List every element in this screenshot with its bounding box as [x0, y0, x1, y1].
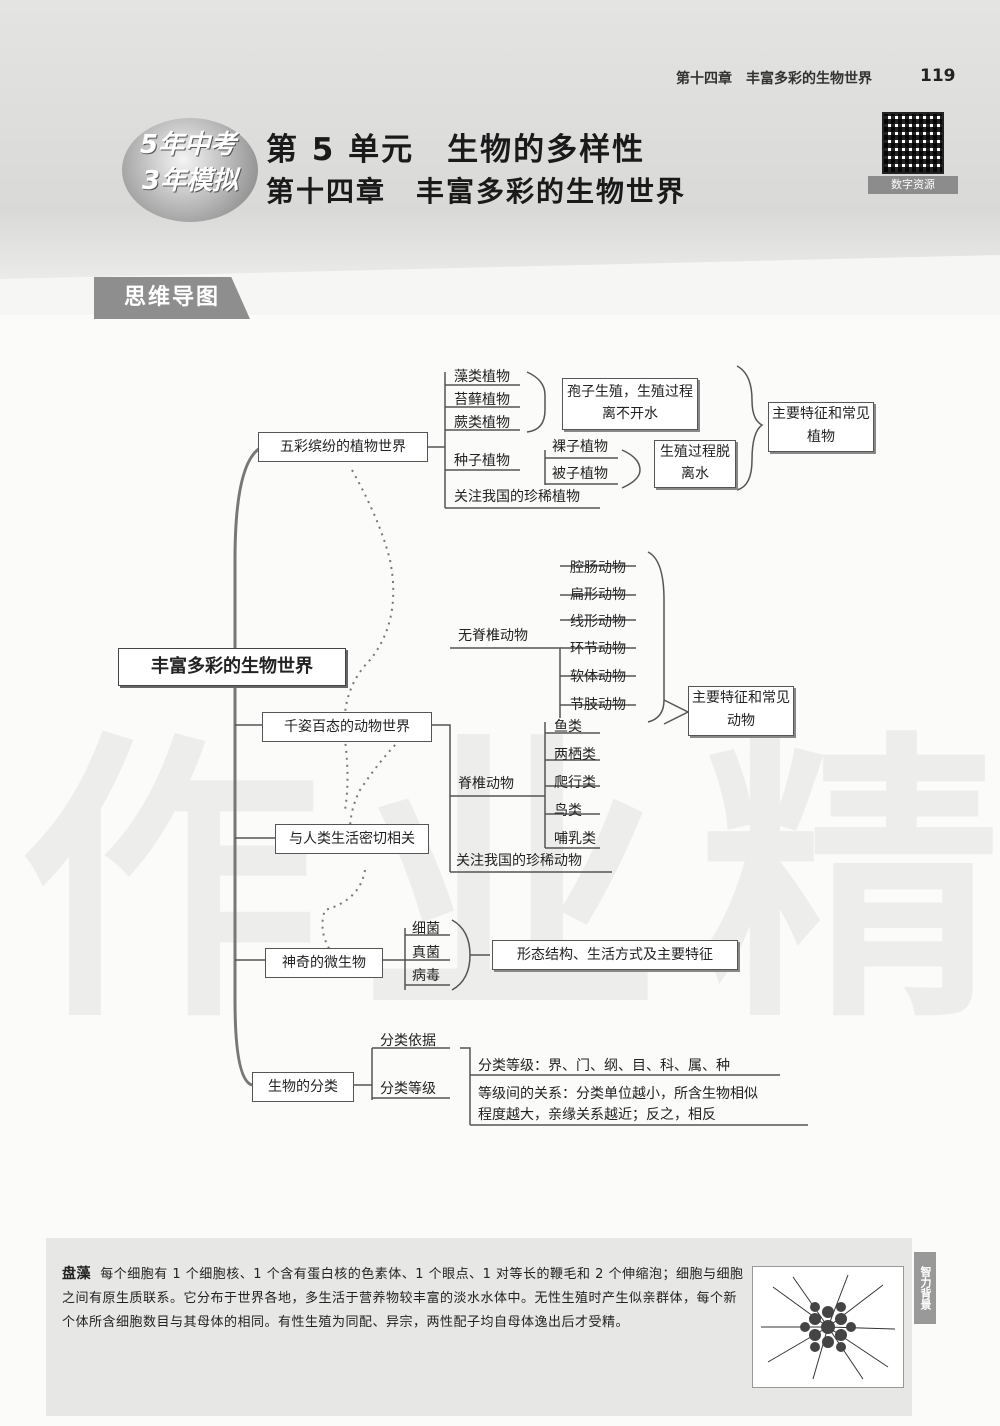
invert-5: 软体动物 — [570, 669, 626, 685]
seed-note: 生殖过程脱离水 — [654, 440, 736, 488]
spore-note: 孢子生殖，生殖过程离不开水 — [562, 378, 698, 430]
mindmap-root: 丰富多彩的生物世界 — [118, 648, 346, 686]
side-tag: 智力背景 — [914, 1252, 936, 1324]
invert-6: 节肢动物 — [570, 697, 626, 713]
section-tab: 思维导图 — [94, 277, 250, 319]
series-logo — [122, 118, 258, 222]
qr-code-icon[interactable] — [882, 112, 944, 174]
logo-line2: 3年模拟 — [142, 166, 239, 196]
chapter-title: 第十四章 丰富多彩的生物世界 — [266, 175, 687, 208]
qr-label: 数字资源 — [868, 176, 958, 194]
plant-moss: 苔藓植物 — [454, 392, 510, 408]
plant-summary: 主要特征和常见植物 — [768, 402, 874, 452]
branch-microbes: 神奇的微生物 — [265, 948, 383, 978]
class-relation-1: 等级间的关系：分类单位越小，所含生物相似 — [478, 1086, 758, 1102]
knowledge-term: 盘藻 — [62, 1266, 91, 1282]
plant-angiosperm: 被子植物 — [552, 466, 608, 482]
vertebrate: 脊椎动物 — [458, 776, 514, 792]
invertebrate: 无脊椎动物 — [458, 628, 528, 644]
vert-5: 哺乳类 — [554, 831, 596, 847]
algae-illustration — [752, 1266, 904, 1388]
logo-line1: 5年中考 — [140, 130, 237, 160]
branch-classification: 生物的分类 — [252, 1072, 354, 1102]
vert-1: 鱼类 — [554, 719, 582, 735]
microbe-note: 形态结构、生活方式及主要特征 — [492, 940, 738, 970]
watermark: 作业精灵 — [20, 709, 1000, 1058]
class-relation-2: 程度越大，亲缘关系越近；反之，相反 — [478, 1107, 716, 1123]
animal-rare: 关注我国的珍稀动物 — [456, 853, 582, 869]
plant-gymnosperm: 裸子植物 — [552, 439, 608, 455]
branch-human: 与人类生活密切相关 — [275, 824, 429, 854]
branch-plants: 五彩缤纷的植物世界 — [258, 432, 428, 462]
vert-3: 爬行类 — [554, 775, 596, 791]
unit-title: 第 5 单元 生物的多样性 — [266, 132, 646, 168]
microbe-virus: 病毒 — [412, 968, 440, 984]
plant-rare: 关注我国的珍稀植物 — [454, 489, 580, 505]
class-levels: 分类等级 — [380, 1081, 436, 1097]
class-basis: 分类依据 — [380, 1033, 436, 1049]
branch-animals: 千姿百态的动物世界 — [262, 712, 432, 742]
plant-fern: 蕨类植物 — [454, 415, 510, 431]
algae-colony-icon — [761, 1274, 896, 1380]
invert-4: 环节动物 — [570, 641, 626, 657]
page-number: 119 — [920, 66, 956, 86]
plant-algae: 藻类植物 — [454, 369, 510, 385]
invert-1: 腔肠动物 — [570, 560, 626, 576]
microbe-fungi: 真菌 — [412, 945, 440, 961]
vert-4: 鸟类 — [554, 803, 582, 819]
vert-2: 两栖类 — [554, 747, 596, 763]
running-title: 第十四章 丰富多彩的生物世界 — [676, 71, 872, 87]
invert-2: 扁形动物 — [570, 587, 626, 603]
microbe-bacteria: 细菌 — [412, 921, 440, 937]
knowledge-body: 每个细胞有 1 个细胞核、1 个含有蛋白核的色素体、1 个眼点、1 对等长的鞭毛… — [62, 1267, 744, 1330]
knowledge-text: 盘藻 每个细胞有 1 个细胞核、1 个含有蛋白核的色素体、1 个眼点、1 对等长… — [62, 1262, 750, 1335]
invert-3: 线形动物 — [570, 614, 626, 630]
animal-summary: 主要特征和常见动物 — [688, 686, 794, 736]
class-levels-note: 分类等级：界、门、纲、目、科、属、种 — [478, 1058, 730, 1074]
plant-seed: 种子植物 — [454, 453, 510, 469]
